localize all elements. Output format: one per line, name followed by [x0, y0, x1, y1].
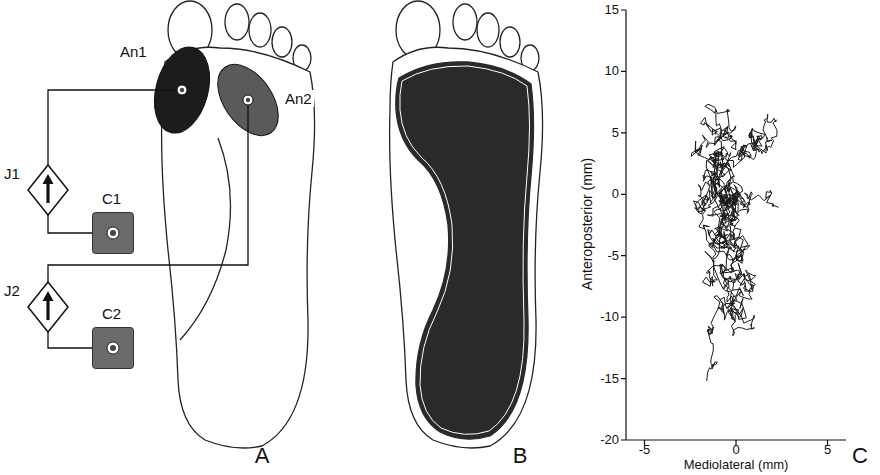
y-ticks	[621, 10, 626, 440]
tick-label: 0	[732, 443, 739, 457]
current-source-diamond: J2	[28, 282, 68, 332]
tick-label: -5	[607, 249, 619, 263]
electrode-area	[145, 41, 218, 139]
toe	[249, 13, 271, 47]
current-source-diamond-shape	[28, 282, 68, 332]
pad-square	[93, 213, 134, 254]
cathode-electrode: C1	[92, 212, 134, 254]
current-source-diamond: J1	[28, 165, 68, 215]
cathode-electrode-shape	[92, 327, 134, 369]
anode-electrode-shape	[217, 64, 279, 136]
electrode-contact-center	[110, 230, 116, 236]
pad-square	[93, 328, 134, 369]
part-label: An2	[283, 90, 314, 107]
tick-label: -5	[639, 443, 651, 457]
lead-wire	[48, 332, 92, 348]
part-label: C2	[102, 305, 121, 322]
tick-label: -20	[600, 433, 619, 447]
electrode-contact	[177, 85, 187, 95]
insole-edge	[400, 66, 530, 434]
toe	[477, 13, 499, 47]
tick-label: 5	[824, 443, 831, 457]
sole	[390, 47, 543, 448]
anode-electrode: An2	[217, 64, 279, 136]
axis-title: Mediolateral (mm)	[684, 458, 789, 472]
tick-label: -15	[600, 371, 619, 385]
sway-trajectory	[691, 105, 778, 382]
electrode-contact	[243, 95, 253, 105]
toe	[500, 27, 520, 57]
toe	[453, 4, 477, 40]
tick-label: -10	[600, 310, 619, 324]
toe	[225, 4, 249, 40]
current-source-diamond-shape	[28, 165, 68, 215]
toe	[272, 27, 292, 57]
electrode-area	[205, 53, 290, 146]
arrow-shaft	[46, 181, 49, 203]
panel-letter: C	[852, 444, 868, 468]
lead-wire	[48, 90, 154, 165]
anode-electrode: An1	[154, 47, 210, 133]
electrode-contact-center	[110, 345, 116, 351]
arrow-shaft	[46, 298, 49, 320]
arrow-head	[43, 291, 54, 301]
diamond-outline	[28, 165, 68, 215]
part-label: J1	[4, 165, 20, 182]
part-label: An1	[120, 43, 147, 60]
lead-wire	[48, 136, 248, 282]
insole-electrode	[396, 62, 534, 439]
part-label: C1	[102, 190, 121, 207]
lead-wire	[48, 215, 92, 233]
tick-label: 10	[605, 64, 619, 78]
y-axis	[625, 10, 626, 440]
tick-label: 15	[605, 3, 619, 17]
electrode-contact	[107, 342, 119, 354]
arch-line	[180, 138, 231, 340]
electrode-contact	[107, 227, 119, 239]
arrow-head	[43, 174, 54, 184]
tick-label: 0	[612, 187, 619, 201]
foot-outline-b	[390, 1, 543, 448]
chart-axes	[621, 10, 846, 445]
part-label: J2	[4, 282, 20, 299]
electrode-contact-center	[180, 88, 184, 92]
cathode-electrode-shape	[92, 212, 134, 254]
trajectory-line	[691, 105, 778, 382]
panel-letter: B	[513, 444, 528, 468]
panel-letter: A	[255, 444, 270, 468]
anode-electrode-shape	[154, 47, 210, 133]
diamond-outline	[28, 282, 68, 332]
tick-label: 5	[612, 126, 619, 140]
cathode-electrode: C2	[92, 327, 134, 369]
electrode-contact-center	[246, 98, 250, 102]
axis-title: Anteroposterior (mm)	[580, 158, 595, 290]
